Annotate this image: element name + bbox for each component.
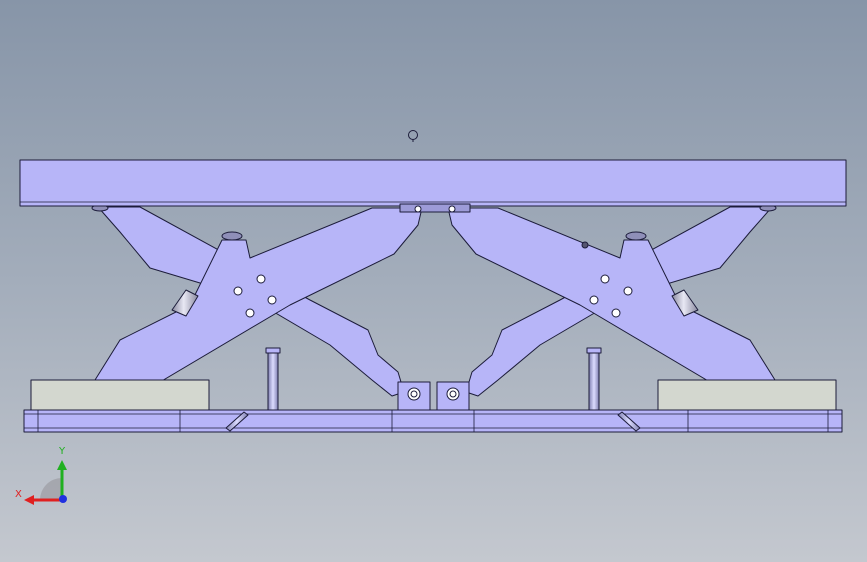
right-actuator-cylinder	[671, 289, 699, 317]
y-axis-label: Y	[58, 446, 66, 457]
x-axis-label: X	[15, 489, 22, 500]
right-base-block	[657, 379, 837, 411]
base-frame[interactable]	[23, 409, 843, 433]
left-pivot-holes	[233, 274, 277, 318]
sensor-marker	[408, 130, 418, 140]
left-guide-rod	[267, 351, 279, 411]
right-scissor-arm-rear	[465, 206, 773, 397]
z-axis-dot	[59, 495, 67, 503]
right-guide-rod	[588, 351, 600, 411]
left-actuator-cylinder	[171, 289, 199, 317]
axis-triad: Y X	[15, 446, 67, 505]
right-diagonal-brace	[617, 411, 641, 432]
left-base-block	[30, 379, 210, 411]
center-top-bracket	[399, 203, 471, 213]
right-pivot-holes	[589, 274, 633, 318]
left-diagonal-brace	[225, 411, 249, 432]
top-platform[interactable]	[19, 159, 847, 207]
